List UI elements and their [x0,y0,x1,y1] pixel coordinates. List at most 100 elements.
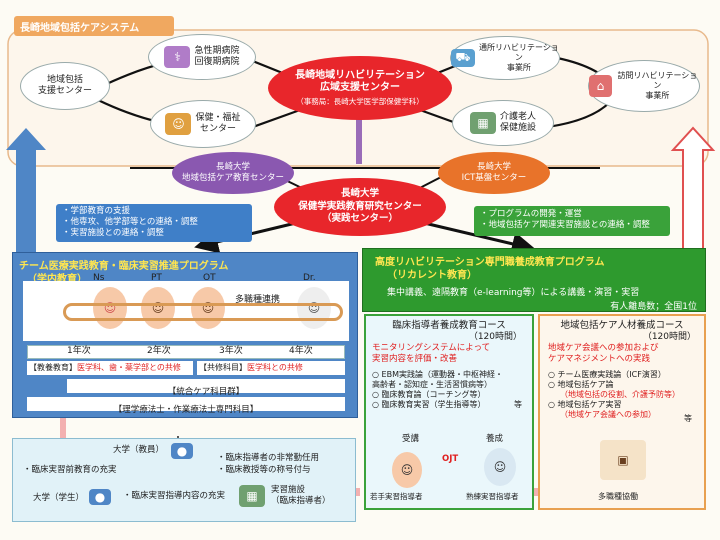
specialized-bar: 【理学療法士・作業療法士専門科目】 [27,397,345,415]
right-program-desc: 集中講義、遠隔教育（e-learning等）による講義・演習・実習 [387,288,640,298]
course-community-care: 地域包括ケア人材養成コース （120時間） 地域ケア会議への参加および ケアマネ… [538,314,706,510]
course-clinical-instructor: 臨床指導者養成教育コース （120時間） モニタリングシステムによって 実習内容… [364,314,534,510]
bottom-r1: ・臨床指導者の非常勤任用 [217,453,320,463]
course1-intro: モニタリングシステムによって 実習内容を評価・改善 [372,343,491,364]
practice-center[interactable]: 長崎大学 保健学実践教育研究センター （実践センター） [274,178,446,236]
node-day-rehab-label: 通所リハビリテーション 事業所 [478,43,559,72]
skilled-instructor-icon: ☺ [484,448,516,486]
bottom-r2: ・臨床教授等の称号付与 [217,465,311,475]
hub-support-center[interactable]: 長崎地域リハビリテーション 広域支援センター （事務局：長崎大学医学部保健学科） [268,56,452,120]
node-acute-hospital[interactable]: ⚕ 急性期病院 回復期病院 [148,34,256,80]
course1-item-2: ○ 臨床教育論（コーチング等） [372,390,486,400]
common-bar: 【共修科目】 医学科との共修 [197,361,345,375]
left-program-panel: チーム医療実践教育・臨床実習推進プログラム （学内教育） Ns PT OT Dr… [12,252,358,418]
people-icon: ☺ [165,113,192,135]
student-university-icon: ● [89,489,111,505]
course2-item-5: （地域ケア会議への参加） [560,410,656,420]
left-callout-item: ・学部教育の支援 [62,206,131,216]
node-elderly-facility[interactable]: ▦ 介護老人 保健施設 [452,100,554,146]
doctor-icon: ☺ [297,287,331,329]
multi-collab-label: 多職種連携 [235,295,281,305]
course2-etc: 等 [684,414,692,423]
course2-item-3: （地域包括の役割、介護予防等） [560,390,680,400]
node-health-welfare-label: 保健・福祉 センター [195,112,241,134]
building-icon: ▦ [469,112,496,134]
young-instructor-label: 若手実習指導者 [370,492,423,501]
univ-student-label: 大学（学生） [33,493,85,503]
right-callout-item: ・地域包括ケア関連実習施設との連絡・調整 [480,220,650,231]
edu-text: 医学科、歯・薬学部との共修 [77,363,181,372]
year-2: 2年次 [147,346,171,356]
integrated-label: 【統合ケア科目群】 [167,387,245,397]
course1-hours: （120時間） [468,331,522,342]
multi-conf-label: 多職種協働 [598,492,638,501]
role-ot: OT [203,273,216,283]
course2-item-4: ○ 地域包括ケア実習 [548,400,622,410]
university-icon: ● [171,443,193,459]
pt-icon: ☺ [141,287,175,329]
bottom-l1: ・臨床実習前教育の充実 [23,465,117,475]
right-program-subtitle: （リカレント教育） [387,270,477,281]
edu-bar: 【教養教育】 医学科、歯・薬学部との共修 [27,361,193,375]
course1-item-1: ○ EBM実践論（運動器・中枢神経・ 高齢者・認知症・生活習慣病等） [372,370,503,390]
year-1: 1年次 [67,346,91,356]
van-icon: ⛟ [451,49,475,67]
course1-title: 臨床指導者養成教育コース [392,320,506,331]
right-callout-item: ・プログラムの開発・運営 [480,209,582,219]
node-visit-rehab[interactable]: ⌂ 訪問リハビリテーション 事業所 [588,60,700,112]
edu-label: 【教養教育】 [29,363,77,372]
specialized-label: 【理学療法士・作業療法士専門科目】 [113,405,259,415]
node-community-center-label: 地域包括 支援センター [37,74,92,96]
node-community-center[interactable]: 地域包括 支援センター [20,62,110,110]
role-pt: PT [151,273,162,283]
left-program-subtitle: （学内教育） [27,274,87,285]
integrated-bar: 【統合ケア科目群】 [67,379,345,397]
common-label: 【共修科目】 [199,363,247,372]
ict-center[interactable]: 長崎大学 ICT基盤センター [438,152,550,194]
node-day-rehab[interactable]: ⛟ 通所リハビリテーション 事業所 [450,36,560,80]
right-program-panel: 高度リハビリテーション専門職養成教育プログラム （リカレント教育） 集中講義、遠… [362,248,706,312]
right-program-title: 高度リハビリテーション専門職養成教育プログラム [375,257,605,268]
ict-center-label: 長崎大学 ICT基盤センター [461,161,527,183]
hospital-icon: ⚕ [164,46,191,68]
system-title-tab: 長崎地域包括ケアシステム [14,16,174,36]
hub-title: 長崎地域リハビリテーション 広域支援センター [295,69,425,94]
course2-hours: （120時間） [642,331,696,342]
hub-subtitle: （事務局：長崎大学医学部保健学科） [296,96,424,106]
bottom-panel: 大学（教員） ● ・臨床実習前教育の充実 ・臨床指導者の非常勤任用 ・臨床教授等… [12,438,356,522]
left-callout-item: ・他専攻、他学部等との連絡・調整 [62,217,198,228]
course1-etc: 等 [514,400,522,409]
node-visit-rehab-label: 訪問リハビリテーション 事業所 [617,71,698,100]
skilled-instructor-label: 熟練実習指導者 [466,492,519,501]
node-acute-hospital-label: 急性期病院 回復期病院 [194,45,240,67]
young-instructor-icon: ☺ [392,452,422,488]
practice-center-label: 長崎大学 保健学実践教育研究センター （実践センター） [298,188,422,225]
course2-item-1: ○ チーム医療実践論（ICF演習） [548,370,666,380]
course1-item-3: ○ 臨床教育実習（学生指導等） [372,400,486,410]
facility-label: 実習施設 （臨床指導者） [271,485,331,506]
node-health-welfare[interactable]: ☺ 保健・福祉 センター [150,100,256,148]
univ-faculty-label: 大学（教員） [113,445,165,455]
role-ns: Ns [93,273,105,283]
bottom-mid: ・臨床実習指導内容の充実 [123,491,226,501]
care-education-center[interactable]: 長崎大学 地域包括ケア教育センター [172,152,294,194]
common-text: 医学科との共修 [247,363,303,372]
care-education-center-label: 長崎大学 地域包括ケア教育センター [181,161,284,183]
node-elderly-facility-label: 介護老人 保健施設 [499,111,536,133]
role-dr: Dr. [303,273,316,283]
left-callout-item: ・実習施設との連絡・調整 [62,228,164,239]
right-program-stat: 有人離島数；全国1位 [610,302,697,312]
collab-ring [63,303,343,321]
course2-title: 地域包括ケア人材養成コース [560,320,684,331]
ojt-label: OJT [442,454,459,464]
system-title: 長崎地域包括ケアシステム [20,22,140,34]
course2-intro: 地域ケア会議への参加および ケアマネジメントへの実践 [548,343,659,364]
year-4: 4年次 [289,346,313,356]
course2-item-2: ○ 地域包括ケア論 [548,380,614,390]
left-callout: ・学部教育の支援 ・他専攻、他学部等との連絡・調整 ・実習施設との連絡・調整 [56,204,252,242]
train-label: 養成 [486,434,504,444]
receive-label: 受講 [402,434,420,444]
right-callout: ・プログラムの開発・運営 ・地域包括ケア関連実習施設との連絡・調整 [474,206,670,236]
year-3: 3年次 [219,346,243,356]
left-program-title: チーム医療実践教育・臨床実習推進プログラム [19,261,229,272]
